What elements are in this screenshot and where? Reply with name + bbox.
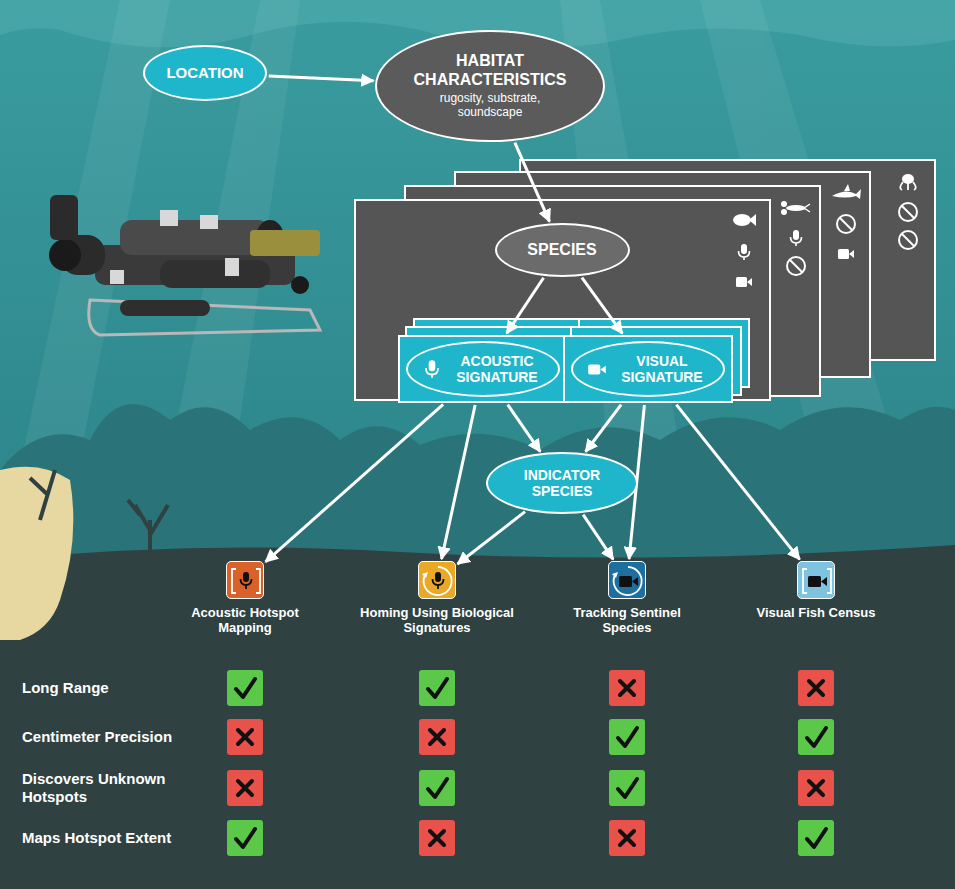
check-mark [227,670,263,706]
mic-symbol [739,244,750,260]
habitat-ellipse: HABITAT CHARACTERISTICS rugosity, substra… [375,30,605,142]
method-icon [798,562,836,600]
acoustic-signature-box: ACOUSTIC SIGNATURE [398,335,568,403]
octopus-symbol [900,174,916,190]
check-mark [419,670,455,706]
arrow-connector [676,405,799,560]
method-label: Homing Using Biological Signatures [357,606,517,636]
visual-signature-box: VISUAL SIGNATURE [563,335,733,403]
sand-rock [0,467,73,640]
method-icon [609,562,647,600]
method-icon [227,562,265,600]
method-icon-box: Homing Using Biological Signatures [418,561,456,599]
arrow-connector [586,405,622,452]
mic-icon [421,358,443,380]
species-ellipse: SPECIES [495,223,630,277]
arrow-connector [265,404,443,562]
node-title: VISUAL SIGNATURE [614,353,710,385]
cross-mark [227,719,263,755]
camera-symbol [736,277,752,287]
none-symbol [899,231,917,249]
camera-icon [586,358,608,380]
check-mark [609,770,645,806]
arrow-connector [507,278,544,334]
reef-silhouette [0,404,955,560]
mic-symbol [791,230,802,246]
node-subtitle: rugosity, substrate, soundscape [412,92,567,120]
method-icon-box: Tracking Sentinel Species [608,561,646,599]
camera-symbol [838,249,854,259]
method-icon [419,562,457,600]
none-symbol [787,257,805,275]
node-title: INDICATOR SPECIES [512,467,612,499]
arrow-connector [442,405,476,559]
cross-mark [798,770,834,806]
text-wrap: SPECIES [527,241,596,259]
check-matrix [227,670,834,856]
seafloor [0,545,955,889]
none-symbol [837,215,855,233]
row-label: Discovers Unknown Hotspots [22,770,197,806]
check-mark [609,719,645,755]
method-label: Visual Fish Census [736,606,896,621]
row-label: Centimeter Precision [22,728,197,746]
node-title: ACOUSTIC SIGNATURE [449,353,545,385]
cross-mark [419,820,455,856]
cross-mark [798,670,834,706]
location-ellipse: LOCATION [143,45,267,101]
text-wrap: ACOUSTIC SIGNATURE [449,353,545,385]
method-label: Acoustic Hotspot Mapping [165,606,325,636]
lobster-symbol [781,201,810,215]
card-icons [733,174,917,287]
arrow-connector [458,512,525,564]
check-mark [798,719,834,755]
shark-symbol [832,184,861,199]
cross-mark [609,820,645,856]
cross-mark [227,770,263,806]
arrow-connector [582,278,622,334]
arrow-connector [508,405,540,452]
fish-symbol [733,214,756,226]
check-mark [227,820,263,856]
arrow-connector [269,76,374,81]
rov-illustration [49,195,320,335]
method-icon-box: Acoustic Hotspot Mapping [226,561,264,599]
method-icon-box: Visual Fish Census [797,561,835,599]
row-label: Maps Hotspot Extent [22,829,197,847]
node-title: SPECIES [527,241,596,259]
signature-ellipse: ACOUSTIC SIGNATURE [406,341,560,397]
signature-ellipse: VISUAL SIGNATURE [571,341,725,397]
cross-mark [609,670,645,706]
indicator-species-ellipse: INDICATOR SPECIES [486,452,638,514]
text-wrap: INDICATOR SPECIES [512,467,612,499]
cross-mark [419,719,455,755]
row-label: Long Range [22,679,197,697]
check-mark [798,820,834,856]
check-mark [419,770,455,806]
arrow-connector [583,515,613,560]
text-wrap: LOCATION [166,64,243,81]
coral [30,470,168,560]
node-title: HABITAT CHARACTERISTICS [412,52,567,89]
node-title: LOCATION [166,64,243,81]
text-wrap: HABITAT CHARACTERISTICS rugosity, substra… [412,52,567,119]
none-symbol [899,203,917,221]
method-label: Tracking Sentinel Species [547,606,707,636]
arrow-connector [515,143,550,222]
text-wrap: VISUAL SIGNATURE [614,353,710,385]
